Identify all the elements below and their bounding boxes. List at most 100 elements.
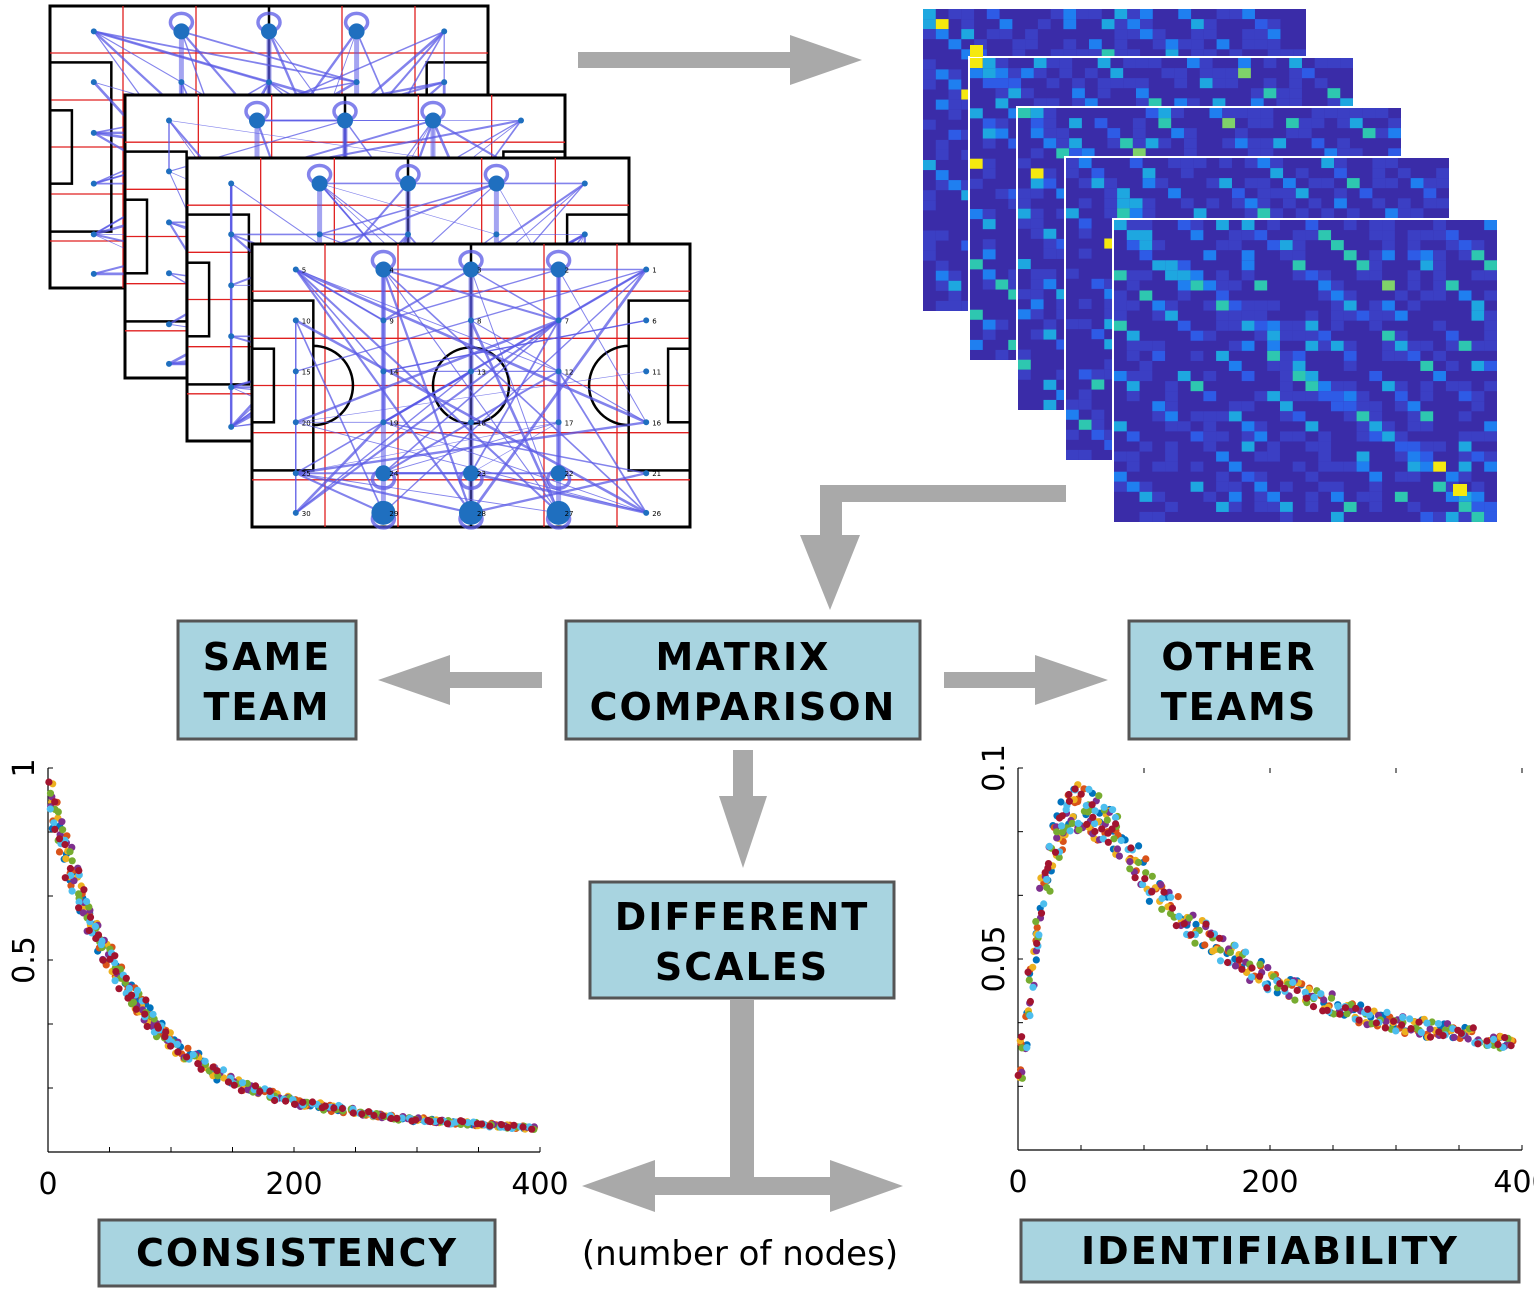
scatter-point: [1423, 1019, 1431, 1027]
matrix-cell: [1126, 481, 1140, 492]
matrix-cell: [1407, 501, 1421, 512]
matrix-cell: [1165, 270, 1178, 281]
matrix-cell: [970, 68, 983, 79]
matrix-cell: [1292, 240, 1306, 251]
matrix-cell: [1254, 471, 1268, 482]
matrix-cell: [1343, 360, 1357, 371]
scatter-point: [1131, 874, 1139, 882]
matrix-cell: [1369, 421, 1383, 432]
matrix-cell: [995, 88, 1009, 99]
scatter-point: [91, 922, 99, 931]
matrix-cell: [1066, 399, 1079, 410]
matrix-cell: [1369, 270, 1383, 281]
scatter-point: [1401, 1028, 1409, 1036]
matrix-cell: [982, 209, 996, 220]
matrix-cell: [1084, 98, 1098, 109]
matrix-cell: [1436, 178, 1449, 189]
network-node: [643, 317, 650, 324]
matrix-cell: [1247, 118, 1261, 129]
matrix-cell: [1388, 118, 1401, 129]
matrix-cell: [1270, 158, 1284, 169]
scatter-point: [75, 898, 83, 906]
matrix-cell: [948, 109, 962, 120]
matrix-cell: [1410, 178, 1424, 189]
matrix-cell: [1305, 501, 1319, 512]
matrix-cell: [1126, 350, 1140, 361]
matrix-cell: [1331, 391, 1344, 402]
matrix-cell: [1280, 401, 1293, 412]
matrix-cell: [1254, 501, 1268, 512]
matrix-cell: [1394, 441, 1408, 452]
scatter-point: [213, 1067, 221, 1075]
matrix-cell: [982, 118, 996, 129]
matrix-cell: [1078, 218, 1092, 229]
network-node-label: 8: [477, 317, 481, 325]
matrix-cell: [1136, 88, 1149, 99]
matrix-cell: [1139, 340, 1153, 351]
scatter-point: [1301, 988, 1309, 997]
matrix-cell: [1140, 9, 1153, 20]
scatter-point: [1231, 941, 1239, 950]
matrix-cell: [1445, 511, 1459, 522]
scatter-point: [1483, 1037, 1491, 1045]
matrix-cell: [982, 128, 996, 139]
matrix-cell: [1199, 68, 1213, 79]
matrix-cell: [1420, 340, 1434, 351]
network-node: [292, 317, 299, 324]
network-node-label: 20: [302, 419, 311, 427]
matrix-cell: [1139, 511, 1153, 522]
scatter-point: [1091, 827, 1099, 836]
network-node-label: 6: [652, 317, 657, 325]
matrix-cell: [1433, 250, 1446, 261]
scatter-point: [1046, 887, 1054, 895]
matrix-cell: [1369, 481, 1383, 492]
matrix-cell: [1385, 208, 1398, 219]
scatter-point: [1074, 819, 1082, 828]
scatter-point: [498, 1121, 506, 1129]
matrix-cell: [1126, 340, 1140, 351]
scatter-point: [1226, 948, 1234, 957]
matrix-cell: [1097, 88, 1111, 99]
matrix-cell: [1180, 198, 1194, 209]
matrix-cell: [1030, 279, 1044, 290]
matrix-cell: [1305, 421, 1319, 432]
matrix-cell: [1104, 339, 1118, 350]
matrix-cell: [1216, 431, 1229, 442]
scatter-point: [1029, 983, 1037, 991]
network-edge: [557, 370, 647, 514]
matrix-cell: [982, 219, 996, 230]
matrix-cell: [1165, 461, 1178, 472]
scatter-point: [94, 931, 103, 939]
matrix-cell: [1484, 501, 1497, 512]
matrix-cell-peak: [970, 45, 983, 57]
matrix-cell: [1139, 481, 1153, 492]
matrix-cell: [1458, 411, 1472, 422]
matrix-cell: [1331, 320, 1344, 331]
matrix-cell: [1123, 58, 1136, 69]
matrix-cell: [1228, 411, 1242, 422]
matrix-cell: [1033, 68, 1047, 79]
matrix-cell: [1184, 148, 1197, 159]
matrix-cell: [1445, 491, 1459, 502]
matrix-cell: [1043, 399, 1057, 410]
matrix-cell: [1420, 511, 1434, 522]
box-different-scales-line2: SCALES: [655, 945, 829, 989]
matrix-cell: [1420, 381, 1434, 392]
matrix-cell: [1244, 198, 1258, 209]
scatter-point: [1058, 812, 1066, 820]
matrix-cell: [1059, 58, 1073, 69]
box-identifiability-label: IDENTIFIABILITY: [1081, 1229, 1459, 1273]
matrix-cell: [1126, 300, 1140, 311]
matrix-cell: [1471, 431, 1485, 442]
scatter-point: [1110, 835, 1118, 843]
scatter-point: [1040, 900, 1048, 908]
matrix-cell: [1114, 49, 1128, 60]
box-same-team-line2: TEAM: [203, 685, 330, 729]
matrix-cell: [1471, 270, 1485, 281]
network-node: [425, 112, 441, 129]
network-node: [348, 23, 365, 40]
matrix-cell: [1126, 391, 1140, 402]
scatter-point: [282, 1097, 290, 1105]
scatter-point: [1036, 884, 1044, 892]
network-edge: [383, 421, 647, 514]
